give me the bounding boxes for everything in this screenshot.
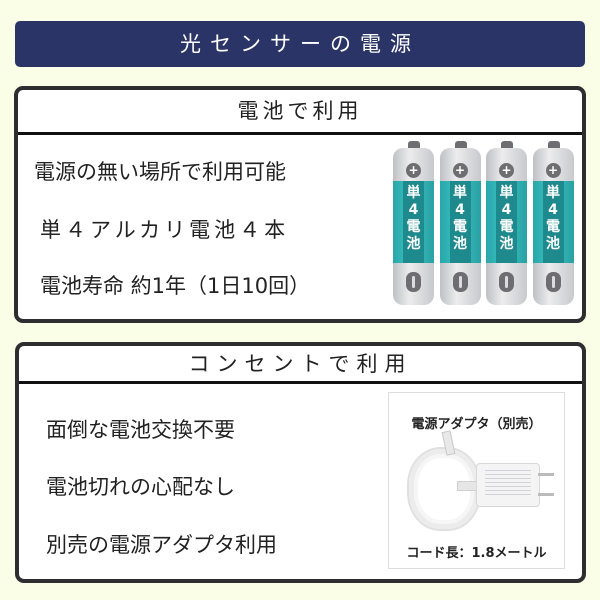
minus-terminal-icon <box>452 272 468 292</box>
plug-prong-icon <box>538 493 554 496</box>
power-adapter-card: 電源アダプタ（別売） コード長：1.8メートル <box>388 392 565 569</box>
battery-section: 電池で利用 電源の無い場所で利用可能 単４アルカリ電池４本 電池寿命 約1年（1… <box>14 86 586 323</box>
outlet-feature-3: 別売の電源アダプタ利用 <box>46 533 277 557</box>
outlet-section: コンセントで利用 面倒な電池交換不要 電池切れの心配なし 別売の電源アダプタ利用… <box>15 342 586 583</box>
plug-prong-icon <box>538 473 554 476</box>
plus-terminal-icon: + <box>545 163 561 178</box>
plus-terminal-icon: + <box>406 163 421 178</box>
minus-terminal-icon <box>545 272 561 292</box>
page-title: 光センサーの電源 <box>180 32 420 56</box>
battery-section-heading: 電池で利用 <box>18 90 582 135</box>
outlet-feature-1: 面倒な電池交換不要 <box>46 418 235 442</box>
outlet-section-heading: コンセントで利用 <box>19 346 582 384</box>
plus-terminal-icon: + <box>452 163 468 178</box>
plus-terminal-icon: + <box>499 163 514 178</box>
minus-terminal-icon <box>499 272 514 292</box>
adapter-cord-length: コード長：1.8メートル <box>406 546 547 561</box>
battery-feature-2: 単４アルカリ電池４本 <box>40 218 290 242</box>
ac-adapter-image <box>476 463 540 507</box>
page-title-banner: 光センサーの電源 <box>15 21 585 67</box>
minus-terminal-icon <box>406 272 421 292</box>
battery-feature-3: 電池寿命 約1年（1日10回） <box>40 274 311 298</box>
battery-feature-1: 電源の無い場所で利用可能 <box>34 160 286 184</box>
adapter-title: 電源アダプタ（別売） <box>411 417 542 432</box>
outlet-feature-2: 電池切れの心配なし <box>46 475 235 499</box>
